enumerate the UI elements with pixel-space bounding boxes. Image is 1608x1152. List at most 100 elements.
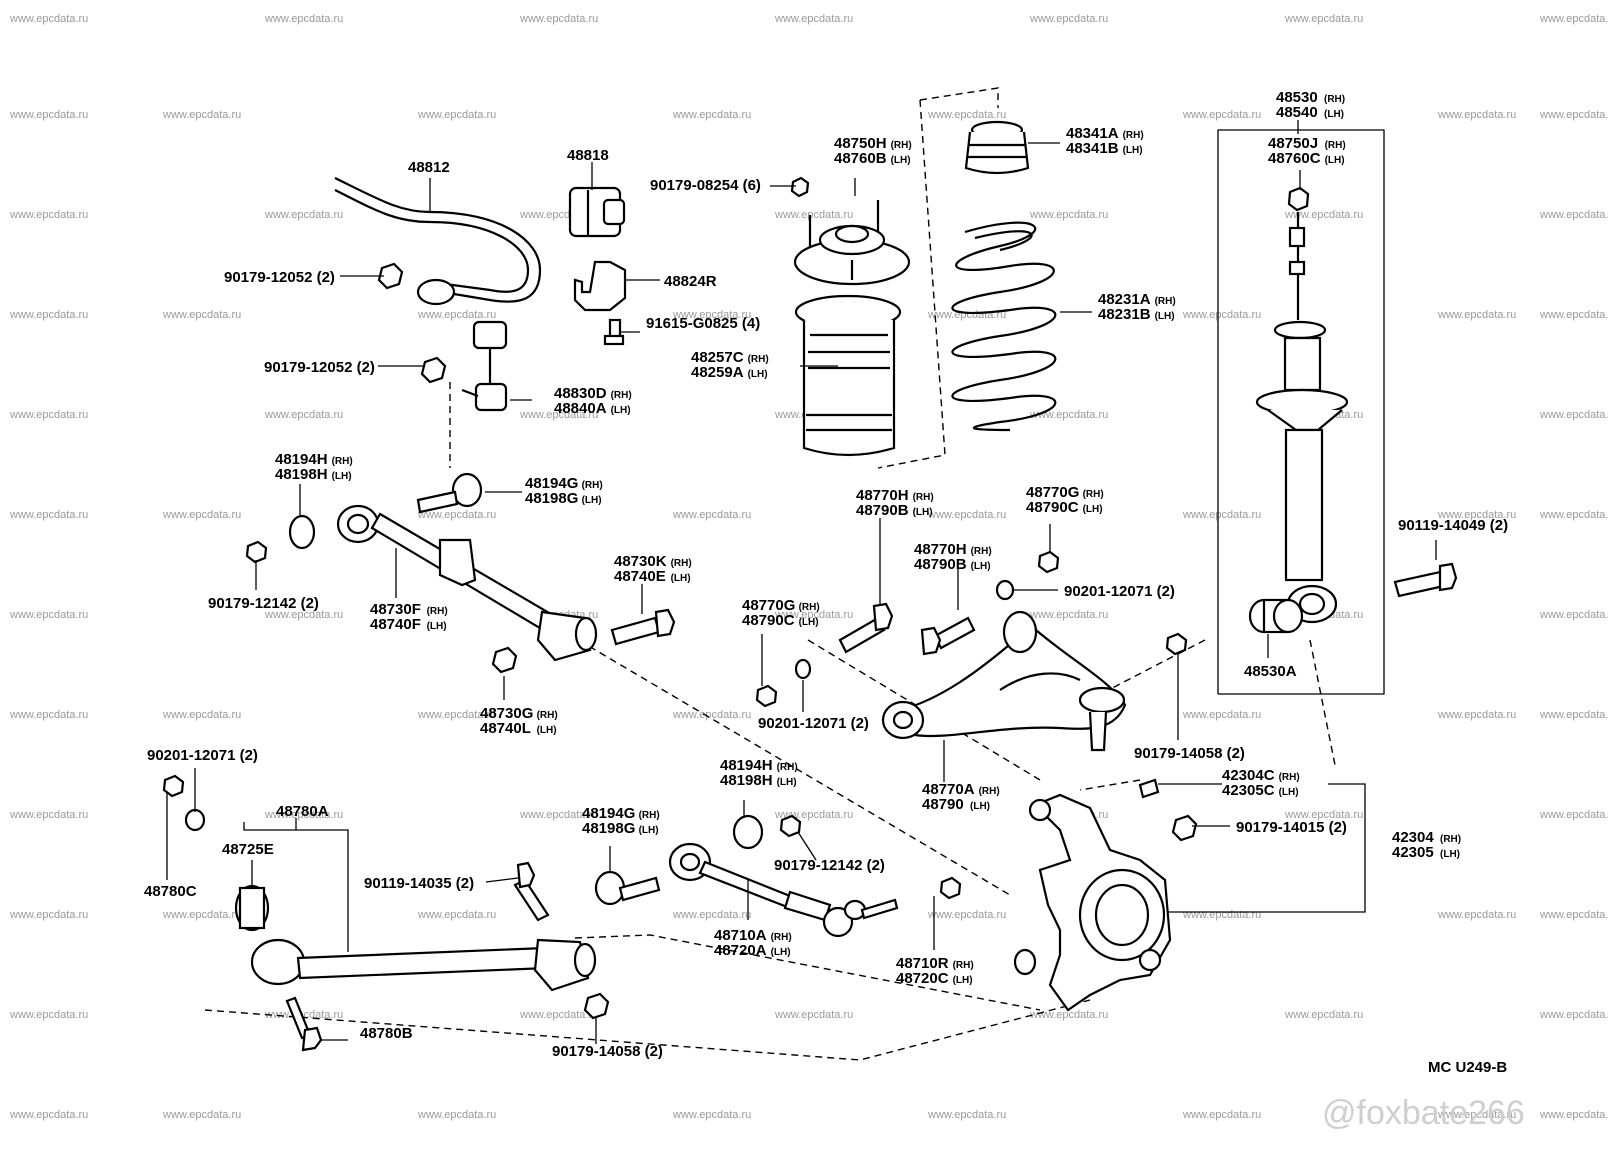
shock-absorber-box <box>1217 129 1385 695</box>
watermark-text: www.epcdata.ru <box>1539 909 1608 921</box>
part-number: 48790B <box>856 502 909 519</box>
side-qualifier: (RH) <box>671 558 692 569</box>
watermark-text: www.epcdata.ru <box>264 1009 343 1021</box>
part-number: 48812 <box>408 159 450 176</box>
part-label-90179-14058-a: 90179-14058 (2) <box>1134 745 1245 762</box>
watermark-text: www.epcdata.ru <box>1182 309 1261 321</box>
bump-stopper <box>964 120 1030 175</box>
strut-support <box>790 176 911 286</box>
watermark-text: www.epcdata.ru <box>672 109 751 121</box>
watermark-text: www.epcdata.ru <box>264 209 343 221</box>
nut-48730G <box>491 646 518 674</box>
part-number: 90179-12142 (2) <box>208 595 319 612</box>
watermark-text: www.epcdata.ru <box>1182 1109 1261 1121</box>
watermark-text: www.epcdata.ru <box>1437 509 1516 521</box>
part-label-90179-14015: 90179-14015 (2) <box>1236 819 1347 836</box>
part-label-42304C: 42304C(RH)42305C(LH) <box>1222 767 1300 799</box>
side-qualifier: (LH) <box>1325 155 1345 166</box>
part-label-48194G-a: 48194G(RH)48198G(LH) <box>525 475 603 507</box>
leader-lines <box>166 120 1437 1044</box>
watermark-text: www.epcdata.ru <box>1539 13 1608 25</box>
side-qualifier: (LH) <box>427 621 447 632</box>
watermark-text: www.epcdata.ru <box>774 609 853 621</box>
side-qualifier: (LH) <box>1155 311 1175 322</box>
part-number: 48231A <box>1098 291 1151 308</box>
side-qualifier: (LH) <box>1123 145 1143 156</box>
bushing-48725E <box>234 884 270 932</box>
part-number: 48790B <box>914 556 967 573</box>
part-label-90179-12142-a: 90179-12142 (2) <box>208 595 319 612</box>
side-qualifier: (RH) <box>748 354 769 365</box>
diagram-code: MC U249-B <box>1428 1059 1507 1076</box>
side-qualifier: (RH) <box>1123 130 1144 141</box>
side-qualifier: (RH) <box>1440 834 1461 845</box>
part-label-48730F: 48730F(RH)48740F(LH) <box>370 601 448 633</box>
part-number: 48194H <box>275 451 328 468</box>
part-label-48710R: 48710R(RH)48720C(LH) <box>896 955 974 987</box>
watermark-text: www.epcdata.ru <box>1284 809 1363 821</box>
watermark-text: www.epcdata.ru <box>927 109 1006 121</box>
watermark-text: www.epcdata.ru <box>9 309 88 321</box>
toe-arm-48710A <box>668 842 867 938</box>
part-label-48530: 48530(RH)48540(LH) <box>1276 89 1345 121</box>
part-label-48341A: 48341A(RH)48341B(LH) <box>1066 125 1144 157</box>
watermark-text: www.epcdata.ru <box>1284 209 1363 221</box>
watermark-text: www.epcdata.ru <box>1539 809 1608 821</box>
watermark-layer: www.epcdata.ru www.epcdata.ru www.epcdata.… <box>9 13 1608 1121</box>
part-number: 48760C <box>1268 150 1321 167</box>
watermark-text: www.epcdata.ru <box>1029 609 1108 621</box>
washer-90201-c <box>184 808 206 832</box>
bushing-48194G-b <box>594 870 661 906</box>
watermark-text: www.epcdata.ru <box>1029 209 1108 221</box>
part-number: 48198G <box>582 820 635 837</box>
bolt-48780B <box>285 996 323 1052</box>
bolt-48770H-a <box>838 602 894 654</box>
part-number: 42305C <box>1222 782 1275 799</box>
part-label-48770G-a: 48770G(RH)48790C(LH) <box>742 597 820 629</box>
side-qualifier: (LH) <box>671 573 691 584</box>
side-qualifier: (RH) <box>611 390 632 401</box>
watermark-text: www.epcdata.ru <box>519 409 598 421</box>
part-label-90201-12071-a: 90201-12071 (2) <box>1064 583 1175 600</box>
side-qualifier: (LH) <box>1324 109 1344 120</box>
side-qualifier: (LH) <box>970 801 990 812</box>
part-label-48750J: 48750J(RH)48760C(LH) <box>1268 135 1346 167</box>
side-qualifier: (LH) <box>1279 787 1299 798</box>
part-number: 48770G <box>1026 484 1079 501</box>
part-number: 90179-14058 (2) <box>552 1043 663 1060</box>
watermark-text: www.epcdata.ru <box>774 209 853 221</box>
dust-boot <box>794 294 902 457</box>
watermark-text: www.epcdata.ru <box>1539 709 1608 721</box>
watermark-text: www.epcdata.ru <box>9 509 88 521</box>
watermark-text: www.epcdata.ru <box>162 309 241 321</box>
watermark-text: www.epcdata.ru <box>417 909 496 921</box>
side-qualifier: (LH) <box>891 155 911 166</box>
part-label-48194H-a: 48194H(RH)48198H(LH) <box>275 451 353 483</box>
side-qualifier: (RH) <box>1325 140 1346 151</box>
watermark-text: www.epcdata.ru <box>672 309 751 321</box>
watermark-text: www.epcdata.ru <box>9 13 88 25</box>
nut-90179-12052-b <box>420 356 447 384</box>
side-qualifier: (RH) <box>537 710 558 721</box>
watermark-text: www.epcdata.ru <box>1182 909 1261 921</box>
part-number: 48818 <box>567 147 609 164</box>
side-qualifier: (LH) <box>771 947 791 958</box>
part-label-48812: 48812 <box>408 159 450 176</box>
side-qualifier: (LH) <box>537 725 557 736</box>
side-qualifier: (RH) <box>799 602 820 613</box>
part-number: 90201-12071 (2) <box>1064 583 1175 600</box>
side-qualifier: (RH) <box>582 480 603 491</box>
side-qualifier: (RH) <box>1155 296 1176 307</box>
part-label-90179-12052-b: 90179-12052 (2) <box>264 359 375 376</box>
part-number: 48780B <box>360 1025 413 1042</box>
part-label-48830D: 48830D(RH)48840A(LH) <box>554 385 632 417</box>
part-label-48824R: 48824R <box>664 273 717 290</box>
part-number: 48341B <box>1066 140 1119 157</box>
side-qualifier: (LH) <box>1440 849 1460 860</box>
part-number: 48740L <box>480 720 531 737</box>
watermark-text: www.epcdata.ru <box>672 1109 751 1121</box>
part-label-48780A: 48780A <box>276 803 329 820</box>
watermark-text: www.epcdata.ru <box>927 509 1006 521</box>
part-label-48770H-a: 48770H(RH)48790B(LH) <box>856 487 934 519</box>
part-label-48780C: 48780C <box>144 883 197 900</box>
